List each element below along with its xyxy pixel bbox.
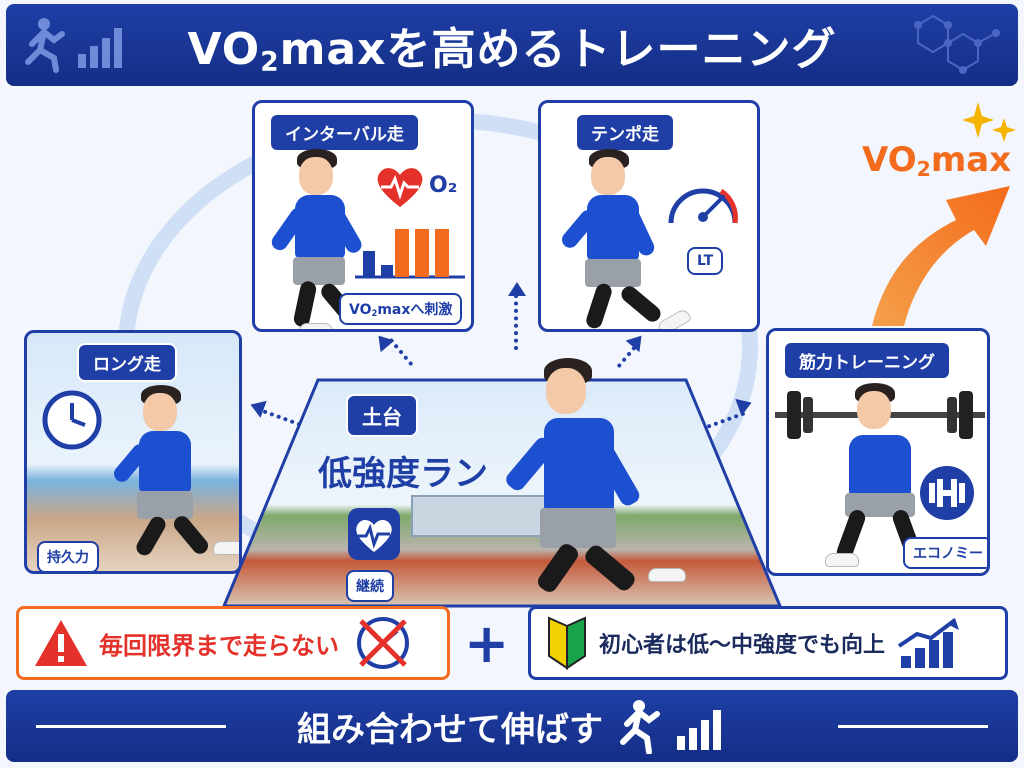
beginner-mark-icon <box>548 616 586 670</box>
base-runner <box>503 354 686 604</box>
long-run-label: ロング走 <box>77 343 177 382</box>
intensity-bars-icon <box>355 229 465 279</box>
left-rule <box>36 725 226 728</box>
no-max-speed-icon <box>357 617 409 669</box>
runner-growth-icon <box>620 700 721 754</box>
plus-sign: + <box>464 612 510 675</box>
warning-icon <box>35 620 87 666</box>
interval-chip: VO2maxへ刺激 <box>339 293 463 325</box>
oxygen-label: O₂ <box>429 173 458 198</box>
strength-card: 筋力トレーニング エコノミー <box>766 328 990 576</box>
strength-chip: エコノミー <box>903 537 987 569</box>
title-banner: VO2maxを高めるトレーニング <box>6 4 1018 86</box>
beginner-box: 初心者は低〜中強度でも向上 <box>528 606 1008 680</box>
clock-icon <box>42 390 102 450</box>
upward-arrow <box>872 186 1010 326</box>
right-rule <box>838 725 988 728</box>
sparkle-icon <box>962 102 1016 142</box>
interval-card: インターバル走 O₂ VO2maxへ刺激 <box>252 100 474 332</box>
long-run-card: ロング走 持久力 <box>24 330 242 574</box>
tempo-card: テンポ走 LT <box>538 100 760 332</box>
heart-icon <box>348 508 400 560</box>
page-title: VO2maxを高めるトレーニング <box>187 23 837 78</box>
interval-runner <box>268 143 369 329</box>
warning-box: 毎回限界まで走らない <box>16 606 450 680</box>
speedometer-icon <box>668 188 738 224</box>
beginner-text: 初心者は低〜中強度でも向上 <box>599 633 886 658</box>
strength-label: 筋力トレーニング <box>783 341 951 380</box>
footer-text: 組み合わせて伸ばす <box>297 709 603 750</box>
long-run-runner <box>110 379 239 569</box>
footer-banner: 組み合わせて伸ばす <box>6 690 1018 762</box>
dumbbell-icon <box>920 466 974 520</box>
base-label: 土台 <box>346 394 418 437</box>
squat-figure <box>825 377 939 573</box>
warning-text: 毎回限界まで走らない <box>99 631 339 660</box>
base-card-frame <box>222 378 782 608</box>
base-chip: 継続 <box>346 570 394 602</box>
molecule-icon <box>914 14 1000 74</box>
base-main-text: 低強度ラン <box>318 454 488 494</box>
tempo-label: テンポ走 <box>575 113 675 152</box>
heart-rate-icon <box>377 168 423 207</box>
growth-chart-icon <box>897 618 960 668</box>
runner-chart-icon <box>25 18 122 73</box>
interval-label: インターバル走 <box>269 113 420 152</box>
tempo-runner <box>558 143 693 329</box>
tempo-chip: LT <box>687 247 724 275</box>
goal-label: VO2max <box>862 140 1012 182</box>
long-run-chip: 持久力 <box>37 541 99 571</box>
